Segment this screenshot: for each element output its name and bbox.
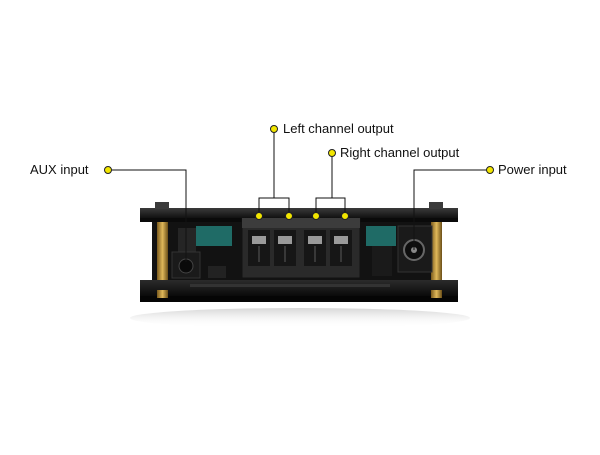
top-board <box>140 208 458 218</box>
standoffs <box>155 202 443 298</box>
bottom-board-traces <box>190 284 390 287</box>
terminal-block <box>241 217 361 279</box>
right-channel-output-label: Right channel output <box>340 145 460 160</box>
component-left <box>178 228 196 258</box>
left-channel-output-label: Left channel output <box>283 121 394 136</box>
power-jack <box>397 225 433 273</box>
bottom-board-edge <box>140 296 458 302</box>
component-right <box>372 246 392 276</box>
small-chip <box>208 266 226 278</box>
bottom-board <box>140 280 458 296</box>
capacitor-right <box>366 226 396 246</box>
callout-dots <box>104 125 494 220</box>
callout-lines <box>108 129 490 262</box>
power-input-label: Power input <box>498 162 567 177</box>
board-shadow <box>130 308 470 328</box>
aux-input-label: AUX input <box>30 162 89 177</box>
capacitor-left <box>196 226 232 246</box>
